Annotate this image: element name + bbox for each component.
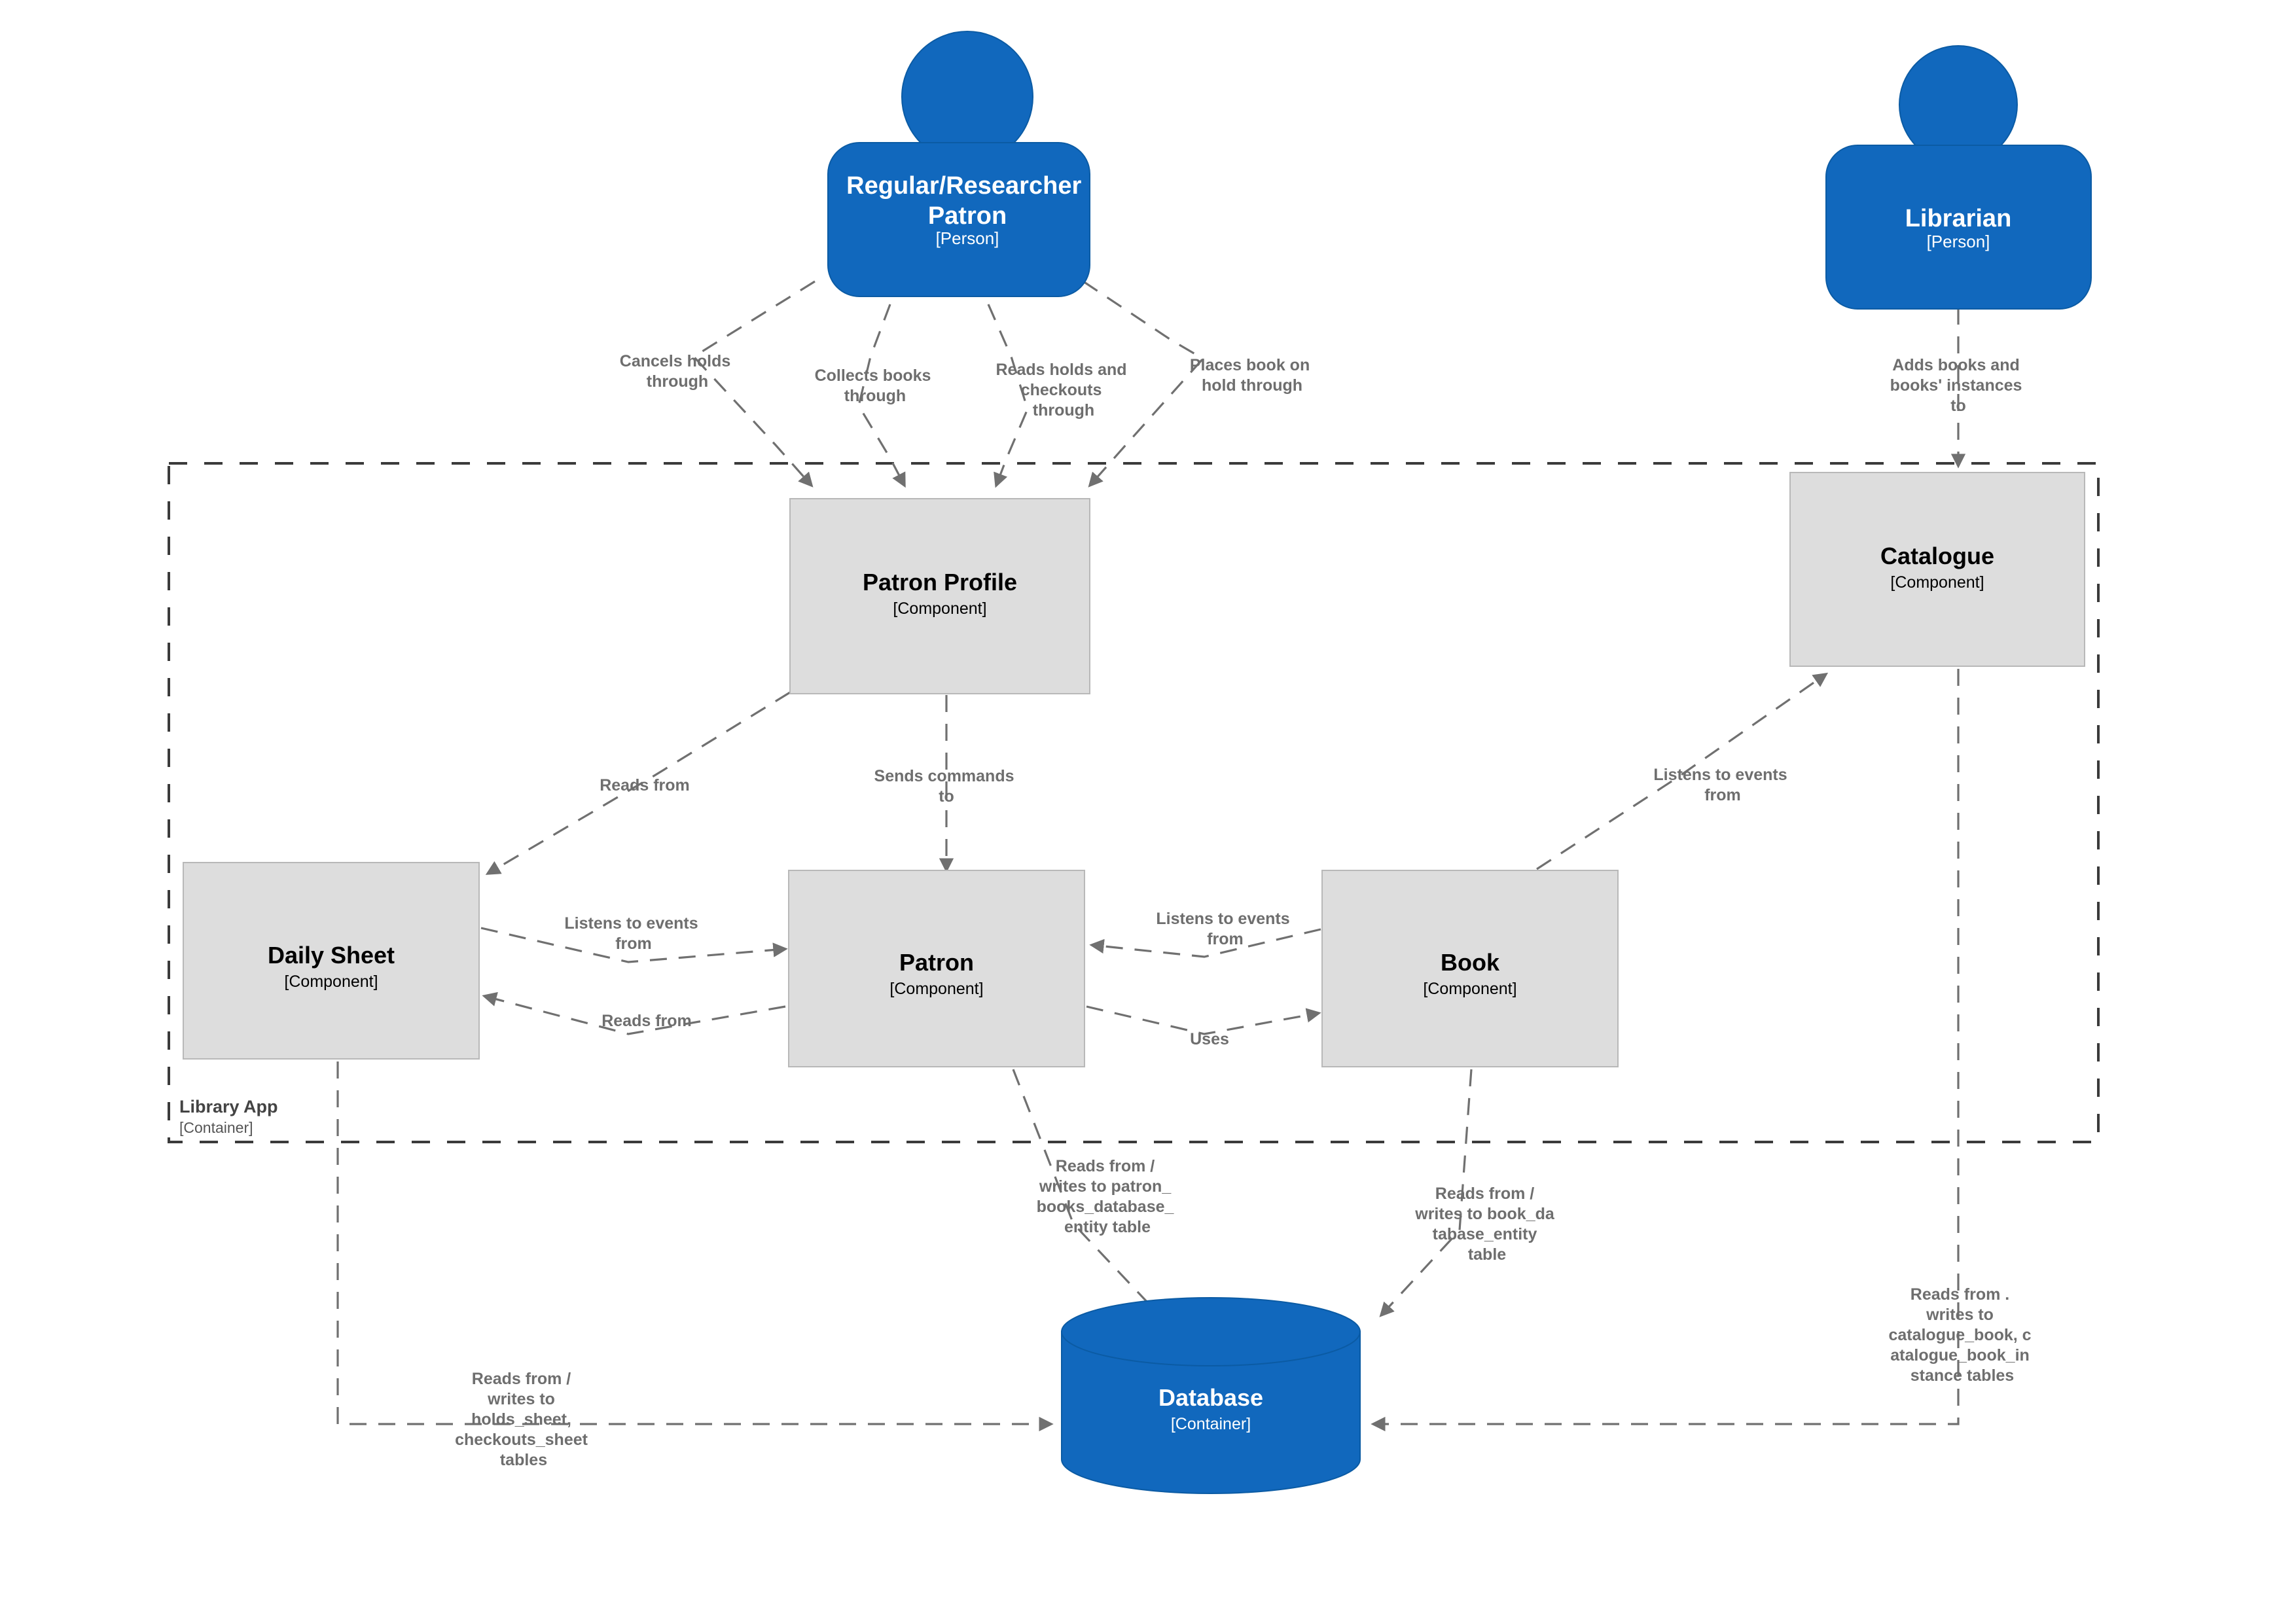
- person-subtitle: [Person]: [1927, 232, 1990, 251]
- edge-collects-books-through: Collects books through: [815, 304, 936, 488]
- boundary-title: Library App: [179, 1097, 278, 1116]
- boundary-subtitle: [Container]: [179, 1119, 253, 1136]
- component-subtitle: [Component]: [284, 972, 378, 991]
- datastore-database[interactable]: Database [Container]: [1061, 1297, 1361, 1494]
- edge-patron-reads-from-daily-sheet: Reads from: [482, 991, 786, 1035]
- edge-label: Listens to events from: [564, 914, 702, 953]
- edge-daily-sheet-reads-writes-database: Reads from / writes to holds_sheet, chec…: [336, 1061, 1054, 1469]
- component-patron-profile[interactable]: Patron Profile [Component]: [789, 498, 1090, 694]
- database-cylinder-body: [1061, 1331, 1361, 1494]
- edge-catalogue-reads-writes-database: Reads from . writes to catalogue_book, c…: [1371, 669, 2036, 1432]
- edge-label: Places book on hold through: [1190, 356, 1314, 395]
- edge-places-book-on-hold-through: Places book on hold through: [1083, 280, 1314, 488]
- edge-label: Sends commands to: [874, 767, 1019, 806]
- datastore-title: Database: [1158, 1384, 1263, 1411]
- edge-label: Reads from: [600, 776, 690, 794]
- component-daily-sheet[interactable]: Daily Sheet [Component]: [183, 862, 480, 1060]
- person-title: Regular/Researcher Patron: [846, 172, 1088, 230]
- edge-reads-holds-and-checkouts-through: Reads holds and checkouts through: [987, 304, 1132, 488]
- edge-book-reads-writes-database: Reads from / writes to book_da tabase_en…: [1379, 1069, 1559, 1317]
- edge-book-listens-to-events-from-catalogue: Listens to events from: [1536, 672, 1829, 870]
- person-regular-researcher-patron[interactable]: Regular/Researcher Patron [Person]: [827, 31, 1090, 297]
- edge-label: Listens to events from: [1653, 766, 1791, 804]
- edge-label: Collects books through: [815, 366, 936, 405]
- edge-cancels-holds-through: Cancels holds through: [620, 280, 816, 488]
- edge-label: Reads from / writes to book_da tabase_en…: [1414, 1185, 1559, 1264]
- database-cylinder-top: [1061, 1297, 1361, 1366]
- person-body-icon: [827, 142, 1090, 297]
- component-title: Patron: [899, 949, 974, 976]
- edge-label: Listens to events from: [1156, 910, 1294, 948]
- edge-adds-books-and-instances-to: Adds books and books' instances to: [1890, 308, 2027, 469]
- edge-label: Reads from / writes to holds_sheet, chec…: [455, 1370, 592, 1469]
- person-subtitle: [Person]: [936, 228, 999, 248]
- component-title: Book: [1441, 949, 1500, 976]
- edge-patron-reads-writes-database: Reads from / writes to patron_ books_dat…: [1012, 1069, 1179, 1317]
- datastore-subtitle: [Container]: [1171, 1415, 1251, 1433]
- component-patron[interactable]: Patron [Component]: [788, 870, 1085, 1067]
- edge-label: Reads holds and checkouts through: [996, 361, 1132, 419]
- edge-daily-sheet-listens-to-events-from-patron: Listens to events from: [480, 914, 788, 963]
- edge-label: Reads from: [601, 1012, 692, 1030]
- component-title: Catalogue: [1880, 543, 1994, 569]
- edge-sends-commands-to: Sends commands to: [874, 695, 1019, 873]
- edge-label: Cancels holds through: [620, 352, 735, 391]
- component-subtitle: [Component]: [1890, 573, 1984, 592]
- edges-layer: Cancels holds through Collects books thr…: [336, 280, 2036, 1469]
- edge-label: Reads from / writes to patron_ books_dat…: [1037, 1157, 1179, 1236]
- component-catalogue[interactable]: Catalogue [Component]: [1789, 472, 2085, 667]
- component-title: Daily Sheet: [268, 942, 395, 969]
- component-title: Patron Profile: [863, 569, 1017, 596]
- component-subtitle: [Component]: [1423, 980, 1516, 998]
- component-book[interactable]: Book [Component]: [1321, 870, 1619, 1067]
- edge-label: Reads from . writes to catalogue_book, c…: [1888, 1285, 2036, 1385]
- person-body-icon: [1825, 145, 2092, 310]
- library-app-boundary: Library App [Container]: [168, 462, 2100, 1143]
- person-title: Librarian: [1905, 205, 2012, 232]
- edge-patron-profile-reads-from-daily-sheet: Reads from: [485, 691, 791, 875]
- edge-book-listens-to-events-from-patron: Listens to events from: [1089, 910, 1321, 958]
- component-subtitle: [Component]: [889, 980, 983, 998]
- edge-label: Adds books and books' instances to: [1890, 356, 2027, 415]
- person-librarian[interactable]: Librarian [Person]: [1825, 45, 2092, 310]
- edge-patron-uses-book: Uses: [1086, 1005, 1321, 1048]
- component-subtitle: [Component]: [893, 599, 986, 618]
- edge-label: Uses: [1190, 1030, 1229, 1048]
